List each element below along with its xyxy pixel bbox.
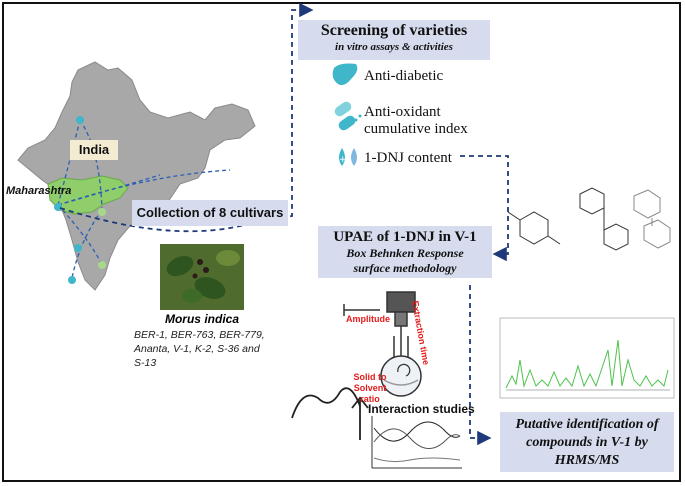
- upae-box: UPAE of 1-DNJ in V-1 Box Behnken Respons…: [318, 226, 492, 278]
- liver-icon: [333, 64, 358, 86]
- plant-name: Morus indica: [160, 312, 244, 326]
- cumulative-index-label: cumulative index: [364, 121, 468, 138]
- anti-diabetic-label: Anti-diabetic: [364, 68, 443, 85]
- identification-line1: Putative identification of: [500, 416, 674, 434]
- interaction-label: Interaction studies: [368, 402, 475, 416]
- solid-solvent-ratio-label: Solid to Solvent ratio: [338, 372, 402, 405]
- location-pin-icon: [68, 276, 76, 284]
- india-label: India: [70, 140, 118, 160]
- chemical-structures: [508, 188, 670, 250]
- screening-title: Screening of varieties: [298, 22, 490, 40]
- hrms-spectrum: [500, 318, 674, 398]
- identification-line2: compounds in V-1 by: [500, 434, 674, 452]
- screening-box: Screening of varieties in vitro assays &…: [298, 20, 490, 60]
- amplitude-label: Amplitude: [346, 314, 390, 324]
- location-pin-icon: [76, 116, 84, 124]
- screening-subtitle: in vitro assays & activities: [298, 40, 490, 54]
- capsule-icon: [333, 100, 362, 133]
- location-pin-icon: [98, 208, 106, 216]
- location-pin-icon: [74, 244, 82, 252]
- location-pin-icon: [54, 203, 62, 211]
- cultivar-list: BER-1, BER-763, BER-779, Ananta, V-1, K-…: [134, 328, 284, 370]
- dnj-content-label: 1-DNJ content: [364, 150, 452, 167]
- identification-box: Putative identification of compounds in …: [500, 412, 674, 472]
- droplets-icon: +: [339, 148, 357, 166]
- identification-line3: HRMS/MS: [500, 452, 674, 470]
- upae-method-line2: surface methodology: [318, 261, 492, 276]
- cultivar-line: S-13: [134, 356, 284, 370]
- upae-method-line1: Box Behnken Response: [318, 246, 492, 261]
- maharashtra-label: Maharashtra: [6, 185, 71, 197]
- anti-oxidant-label: Anti-oxidant: [364, 104, 441, 121]
- collection-box: Collection of 8 cultivars: [132, 200, 288, 226]
- ratio-line1: Solid to Solvent: [338, 372, 402, 394]
- svg-text:+: +: [339, 155, 347, 165]
- cultivar-line: Ananta, V-1, K-2, S-36 and: [134, 342, 284, 356]
- interaction-plot: [372, 416, 462, 468]
- location-pin-icon: [98, 261, 106, 269]
- upae-title: UPAE of 1-DNJ in V-1: [318, 228, 492, 246]
- cultivar-line: BER-1, BER-763, BER-779,: [134, 328, 284, 342]
